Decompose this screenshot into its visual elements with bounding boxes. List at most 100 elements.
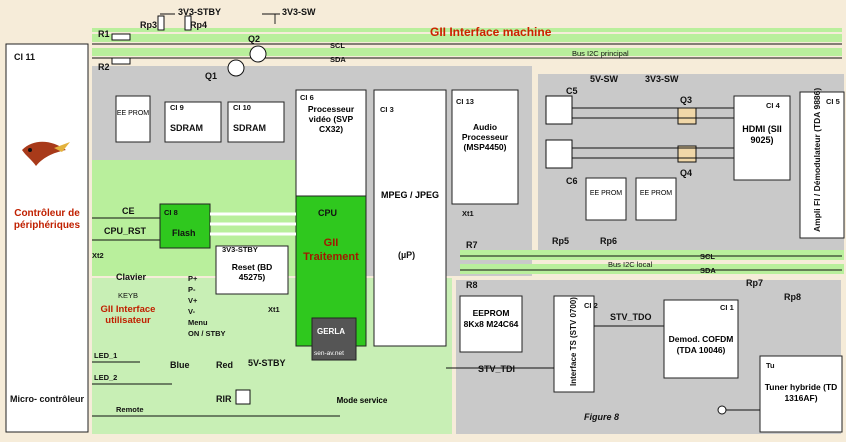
eeprom-hdmi2-label: EE PROM [639,190,673,197]
led-remote-wires [92,361,340,417]
rail-3v3-sw: 3V3-SW [282,7,316,17]
eeprom-local-block [459,295,523,353]
transistor-q2-symbol [249,45,267,63]
signal-cpu-rst: CPU_RST [104,226,147,236]
ci1-block [663,299,739,379]
ci6-ref: CI 6 [300,93,314,102]
ci9-label: SDRAM [170,123,203,133]
eeprom-local-label: EEPROM 8Kx8 M24C64 [463,308,519,329]
signal-remote: Remote [116,405,144,414]
eeprom-local-label-box: EEPROM 8Kx8 M24C64 [463,308,519,329]
resistor-r2-body [111,57,131,65]
ci6-cpu-label: CPU [318,208,337,218]
ci5-block [799,91,845,239]
ci11-bottom: Micro- contrôleur [10,394,84,404]
ci5-ref: CI 5 [826,97,840,106]
ci11-bottom-box: Micro- contrôleur [10,394,84,404]
ci6-label: Processeur vidéo (SVP CX32) [307,104,355,134]
ci1-label: Demod. COFDM (TDA 10046) [668,334,734,355]
signal-stv-tdo: STV_TDO [610,312,652,322]
resistor-rp8: Rp8 [784,292,801,302]
key-v-plus[interactable]: V+ [188,296,198,305]
tuner-label-box: Tuner hybride (TD 1316AF) [764,382,838,403]
key-p-plus[interactable]: P+ [188,274,198,283]
main-bus-top-bar [92,28,842,32]
resistor-r7: R7 [466,240,478,250]
resistor-rp3-body [157,15,165,31]
key-on-stby[interactable]: ON / STBY [188,329,226,338]
ui-title-box: GII Interface utilisateur [101,304,156,326]
resistor-rp3: Rp3 [140,20,157,30]
transistor-q2-label: Q2 [248,34,260,44]
key-v-minus[interactable]: V- [188,307,196,316]
figure-caption: Figure 8 [584,412,619,422]
rail-3v3-stby-reset: 3V3-STBY [222,245,258,254]
ci6-label-box: Processeur vidéo (SVP CX32) [307,104,355,134]
key-menu[interactable]: Menu [188,318,208,327]
mode-service-box: Mode service [336,396,388,405]
ci3-up-label: (µP) [398,250,415,260]
sda-label: SDA [330,55,346,64]
led-red-label: Red [216,360,233,370]
led-blue-label: Blue [170,360,190,370]
resistor-rp5: Rp5 [552,236,569,246]
bird-logo [22,141,70,166]
reset-block [215,245,289,295]
tuner-label: Tuner hybride (TD 1316AF) [764,382,838,403]
i2c-bus-sda-bar [92,48,842,56]
eeprom-left-block [115,95,151,143]
main-bus-label: Bus I2C principal [572,49,629,58]
ci4-block [733,95,791,181]
ci2-ref: CI 2 [584,301,598,310]
flash-signal-wires [92,217,160,241]
gerla-logo-badge [311,317,357,361]
ci10-block [227,101,285,143]
crystal-xt1-cpu: Xt1 [268,305,280,314]
signal-led2: LED_2 [94,373,117,382]
signal-stv-tdi: STV_TDI [478,364,515,374]
resistor-rp6: Rp6 [600,236,617,246]
eeprom-hdmi2-block [635,177,677,221]
flash-to-cpu-arrows [210,212,296,236]
ci11-name-box: Contrôleur de périphériques [14,208,80,231]
logo-site: sen-av.net [314,350,344,357]
tuner-block [759,355,843,433]
signal-ce: CE [122,206,135,216]
mode-service-label: Mode service [336,396,388,405]
ci9-ref: CI 9 [170,103,184,112]
rail-3v3-sw-hdmi: 3V3-SW [645,74,679,84]
key-p-minus[interactable]: P- [188,285,196,294]
local-scl-label: SCL [700,252,715,261]
keypad-title: Clavier [116,272,147,282]
ci3-label: MPEG / JPEG [380,190,440,200]
ci3-block [373,89,447,347]
ci11-block [5,43,89,433]
eeprom-hdmi1-label-box: EE PROM [590,190,622,197]
ci6-gii-box: GII Traitement [303,237,359,263]
rir-label: RIR [216,394,232,404]
signal-led1: LED_1 [94,351,117,360]
antenna-input-icon [717,405,727,415]
resistor-r1: R1 [98,29,110,39]
i2c-bus-scl-bar [92,34,842,42]
ci5-label: Ampli FI / Démodulateur (TDA 9886) [812,88,822,232]
ci13-label-box: Audio Processeur (MSP4450) [462,122,508,152]
ci10-label: SDRAM [233,123,266,133]
ci4-ref: CI 4 [766,101,781,110]
eeprom-hdmi2-label-box: EE PROM [639,190,673,197]
transistor-q3-label: Q3 [680,95,692,105]
connector-c5-label: C5 [566,86,578,96]
ci13-block [451,89,519,205]
signal-keyb: KEYB [118,291,138,300]
diagram-title: GII Interface machine [430,25,552,39]
ci3-label-box: MPEG / JPEG [380,190,440,200]
resistor-r1-body [111,33,131,41]
ci8-label: Flash [172,228,196,238]
ci2-label: Interface TS (STV 0700) [569,297,578,386]
transistor-q1-symbol [227,59,245,77]
local-bus-sda-bar [460,264,844,274]
connector-c6-label: C6 [566,176,578,186]
ci9-block [164,101,222,143]
eeprom-left-label: EE PROM [116,110,150,117]
